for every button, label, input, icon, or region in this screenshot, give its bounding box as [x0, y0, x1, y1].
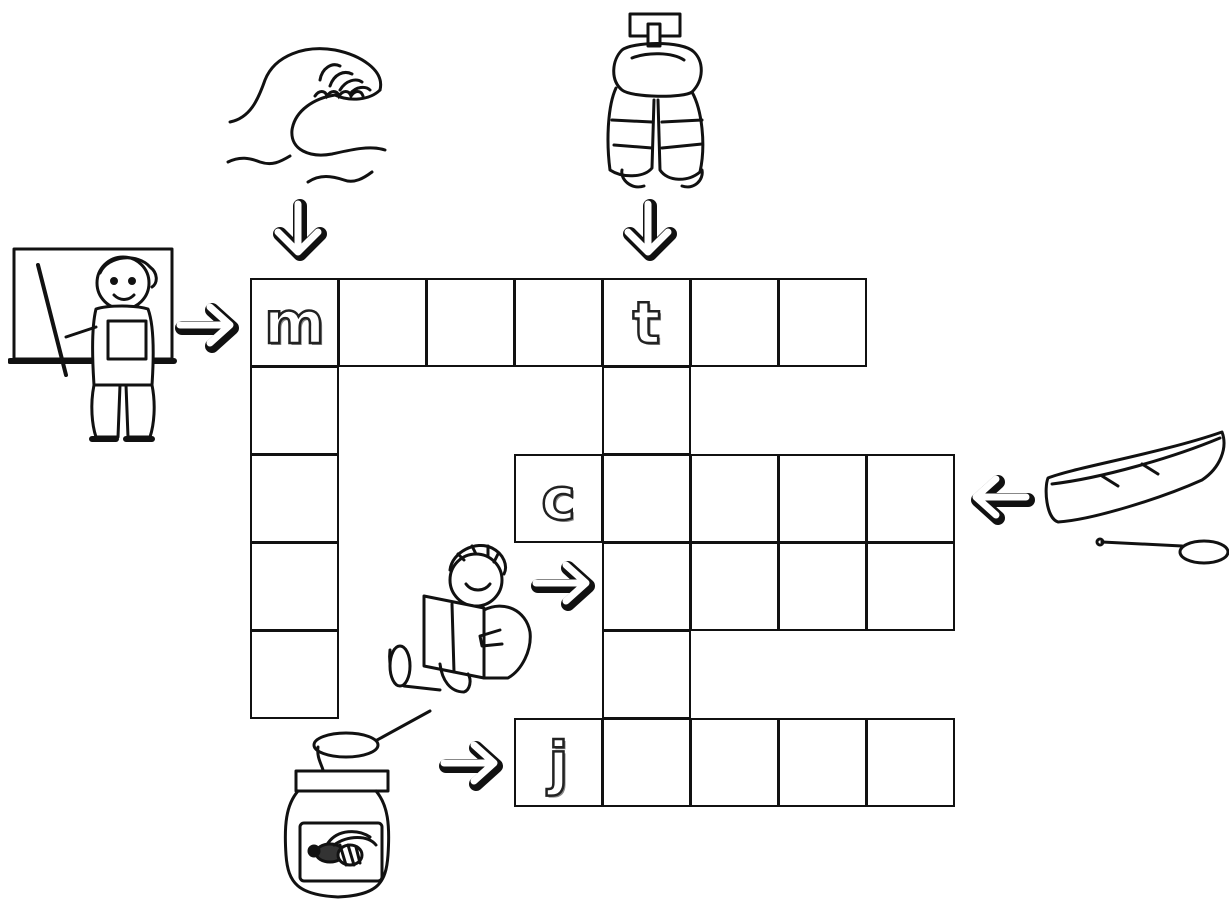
crossword-cell[interactable]	[866, 454, 955, 543]
crossword-cell[interactable]	[778, 542, 867, 631]
crossword-cell[interactable]	[602, 366, 691, 455]
arrow-down-icon	[268, 198, 332, 270]
arrow-left-icon	[964, 470, 1036, 528]
crossword-cell[interactable]: m	[250, 278, 339, 367]
reading-boy-icon	[380, 540, 540, 700]
crossword-cell[interactable]	[690, 718, 779, 807]
arrow-down-icon	[618, 198, 682, 270]
crossword-cell[interactable]	[866, 542, 955, 631]
arrow-right-icon	[174, 298, 246, 356]
crossword-cell[interactable]	[602, 718, 691, 807]
crossword-cell[interactable]	[338, 278, 427, 367]
given-letter-t: t	[633, 294, 661, 352]
crossword-cell[interactable]: j	[514, 718, 603, 807]
crossword-cell[interactable]	[690, 278, 779, 367]
crossword-cell[interactable]	[778, 454, 867, 543]
arrow-right-icon	[530, 556, 602, 614]
crossword-cell[interactable]	[250, 454, 339, 543]
crossword-cell[interactable]	[514, 278, 603, 367]
given-letter-c: c	[541, 470, 575, 528]
crossword-cell[interactable]	[602, 454, 691, 543]
crossword-cell[interactable]	[866, 718, 955, 807]
wave-icon	[220, 40, 400, 190]
life-jacket-icon	[592, 10, 727, 195]
crossword-cell[interactable]	[602, 542, 691, 631]
arrow-right-icon	[438, 736, 510, 794]
crossword-cell[interactable]	[602, 630, 691, 719]
crossword-cell[interactable]	[778, 278, 867, 367]
crossword-cell[interactable]	[250, 542, 339, 631]
given-letter-m: m	[264, 294, 324, 352]
crossword-cell[interactable]	[250, 366, 339, 455]
crossword-cell[interactable]	[778, 718, 867, 807]
honey-jar-icon	[278, 705, 438, 903]
crossword-cell[interactable]	[690, 542, 779, 631]
teacher-icon	[8, 245, 178, 445]
canoe-icon	[1042, 428, 1229, 573]
crossword-cell[interactable]	[426, 278, 515, 367]
crossword-cell[interactable]	[690, 454, 779, 543]
crossword-cell[interactable]: c	[514, 454, 603, 543]
given-letter-j: j	[549, 734, 569, 792]
crossword-cell[interactable]: t	[602, 278, 691, 367]
